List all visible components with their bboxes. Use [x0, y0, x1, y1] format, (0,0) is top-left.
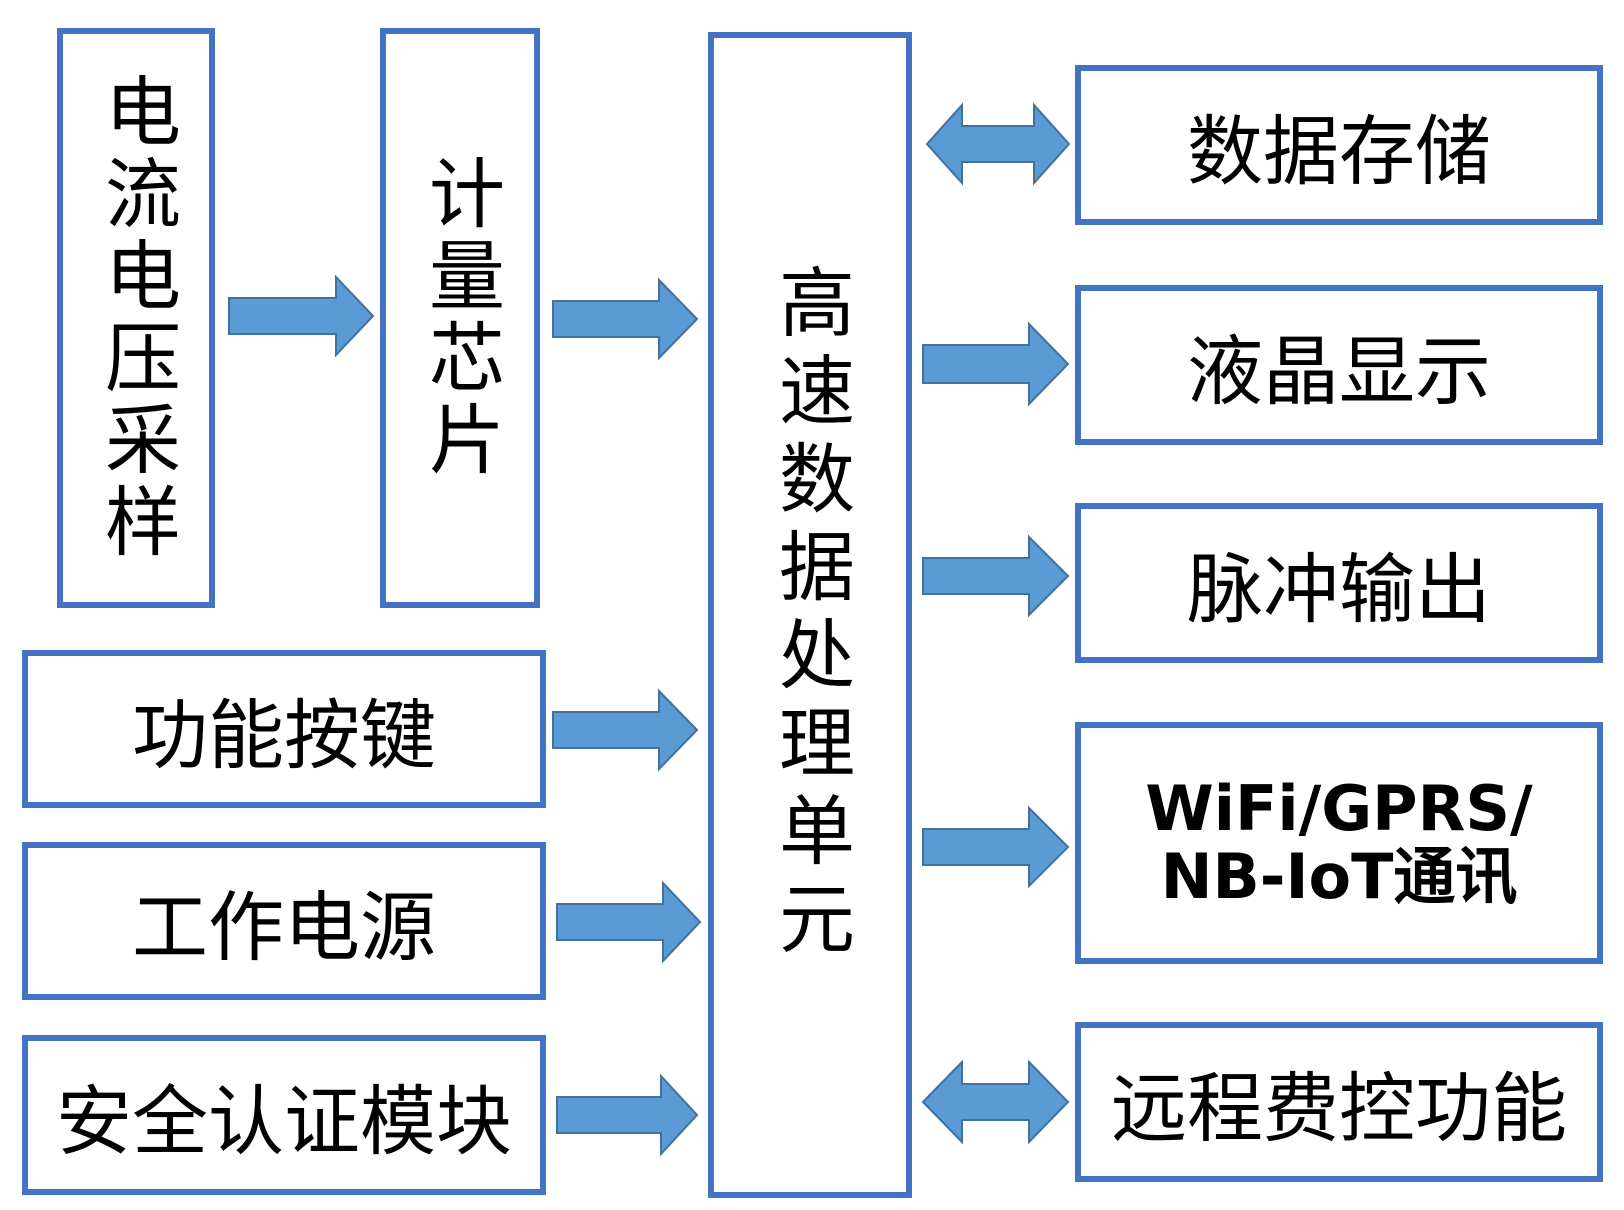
arrow-sampling-to-chip — [228, 274, 375, 358]
sampling-label: 电流电压采样 — [92, 72, 181, 564]
arrow-processor-to-lcd — [922, 321, 1070, 407]
arrow-chip-to-processor — [552, 277, 699, 361]
arrow-power-to-processor — [556, 880, 702, 964]
arrow-security-to-processor — [556, 1073, 699, 1157]
data-storage-label: 数据存储 — [1187, 107, 1491, 196]
function-keys-box: 功能按键 — [22, 650, 546, 808]
power-supply-label: 工作电源 — [132, 883, 436, 972]
metering-chip-box: 计量芯片 — [380, 28, 540, 608]
lcd-display-label: 液晶显示 — [1187, 327, 1491, 416]
remote-control-box: 远程费控功能 — [1075, 1022, 1603, 1182]
communication-label-line1: WiFi/GPRS/ — [1145, 771, 1533, 845]
arrow-processor-to-pulse — [922, 534, 1070, 618]
sampling-box: 电流电压采样 — [57, 28, 215, 608]
processor-box: 高速数据处理单元 — [708, 32, 912, 1198]
lcd-display-box: 液晶显示 — [1075, 285, 1603, 445]
remote-control-label: 远程费控功能 — [1111, 1064, 1567, 1153]
metering-chip-label: 计量芯片 — [416, 154, 505, 482]
arrow-processor-to-communication — [922, 805, 1070, 889]
arrow-keys-to-processor — [552, 688, 699, 772]
data-storage-box: 数据存储 — [1075, 65, 1603, 225]
security-module-label: 安全认证模块 — [56, 1077, 512, 1166]
pulse-output-label: 脉冲输出 — [1187, 545, 1491, 634]
arrow-processor-storage-bidirectional — [925, 102, 1071, 186]
processor-label: 高速数据处理单元 — [766, 263, 855, 967]
function-keys-label: 功能按键 — [132, 691, 436, 780]
power-supply-box: 工作电源 — [22, 842, 546, 1000]
security-module-box: 安全认证模块 — [22, 1035, 546, 1195]
arrow-processor-remote-bidirectional — [921, 1059, 1070, 1145]
communication-label-line2: NB-IoT通讯 — [1160, 840, 1518, 913]
communication-box: WiFi/GPRS/ NB-IoT通讯 — [1075, 722, 1603, 964]
pulse-output-box: 脉冲输出 — [1075, 503, 1603, 663]
